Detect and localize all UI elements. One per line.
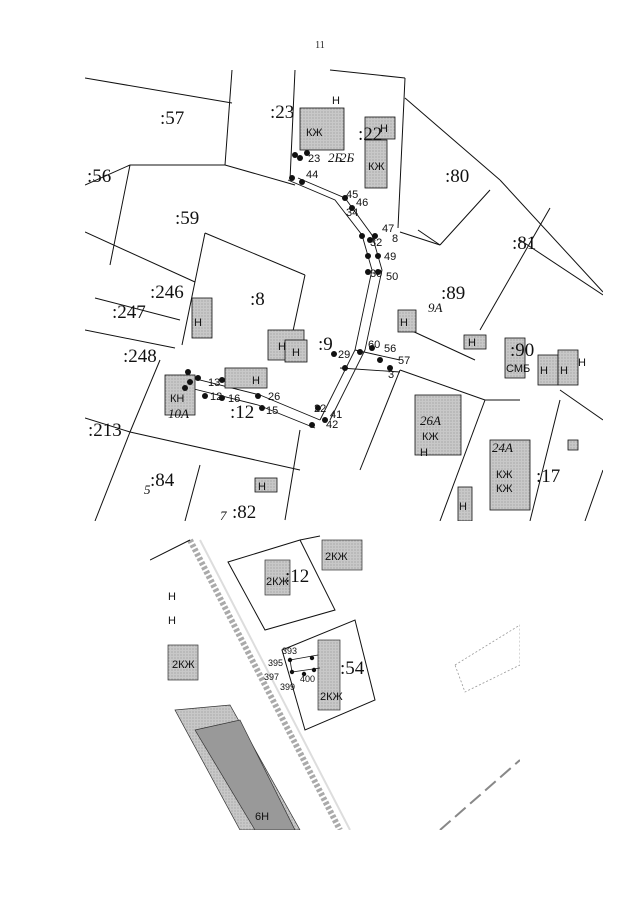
- building-label: Н: [252, 375, 260, 387]
- building-label: Н: [380, 123, 388, 135]
- point-label: 8: [392, 233, 398, 245]
- parcel-label: :9: [318, 334, 333, 355]
- map-bottom: :12 :54 2КЖ 2КЖ 2КЖ 2КЖ Н Н 6Н 393 395 3…: [150, 535, 520, 830]
- point-label: 34: [346, 207, 358, 219]
- point-label: 49: [384, 251, 396, 263]
- point-label: 393: [282, 646, 297, 656]
- building-label: Н: [194, 317, 202, 329]
- building-label: Н: [168, 591, 176, 603]
- building-label: Н: [168, 615, 176, 627]
- house-number: 26А: [420, 413, 441, 428]
- point-label: 400: [300, 674, 315, 684]
- point-label: 26: [268, 391, 280, 403]
- point-label: 56: [384, 343, 396, 355]
- point-label: 46: [356, 197, 368, 209]
- point-label: 47: [382, 223, 394, 235]
- map-top: :57 :23 :22 :56 :80 :59 :81 :246 :8 :89 …: [85, 69, 603, 523]
- building-label: Н: [400, 317, 408, 329]
- house-number: 7: [220, 508, 227, 523]
- parcel-label: :12: [230, 402, 254, 423]
- parcel-label: :213: [88, 420, 122, 441]
- point-label: 16: [228, 393, 240, 405]
- point-label: 32: [370, 237, 382, 249]
- building-label: Н: [578, 357, 586, 369]
- parcel-label: :22: [358, 124, 382, 145]
- point-label: 57: [398, 355, 410, 367]
- parcel-label: :80: [445, 166, 469, 187]
- point-label: 3: [388, 369, 394, 381]
- parcel-label: :8: [250, 289, 265, 310]
- building-label: Н: [468, 337, 476, 349]
- parcel-label: :247: [112, 302, 146, 323]
- house-number: 2Б: [340, 150, 355, 165]
- point-label: 45: [346, 189, 358, 201]
- point-label: 397: [264, 672, 279, 682]
- parcel-label: :57: [160, 108, 184, 129]
- parcel-label: :90: [510, 340, 534, 361]
- point-label: 29: [338, 349, 350, 361]
- building-label: Н: [332, 95, 340, 107]
- parcel-label: :59: [175, 208, 199, 229]
- building-label: Н: [459, 501, 467, 513]
- building-label: КЖ: [368, 161, 385, 173]
- building-label: Н: [258, 481, 266, 493]
- parcel-label: :89: [441, 283, 465, 304]
- point-label: 23: [308, 153, 320, 165]
- building-label: 6Н: [255, 811, 269, 823]
- point-label: 13: [208, 377, 220, 389]
- building-label: Н: [292, 347, 300, 359]
- point-label: 15: [266, 405, 278, 417]
- parcel-label: :23: [270, 102, 294, 123]
- building-label: 2КЖ: [325, 551, 348, 563]
- building-label: Н: [540, 365, 548, 377]
- point-label: 399: [280, 682, 295, 692]
- parcel-label: :248: [123, 346, 157, 367]
- point-label: 30: [370, 268, 382, 280]
- parcel-label: :82: [232, 502, 256, 523]
- point-label: 12: [210, 391, 222, 403]
- house-number: 5: [144, 482, 151, 497]
- house-number: 2Б: [328, 150, 343, 165]
- building-label: 2КЖ: [266, 576, 289, 588]
- point-label: 50: [386, 271, 398, 283]
- parcel-label: :54: [340, 658, 365, 679]
- house-number: 10А: [168, 406, 189, 421]
- building-label: КЖ: [306, 127, 323, 139]
- point-label: 22: [314, 403, 326, 415]
- building-label: КЖ: [422, 431, 439, 443]
- building-label: 2КЖ: [172, 659, 195, 671]
- parcel-label: :81: [512, 233, 536, 254]
- house-number: 9А: [428, 300, 443, 315]
- building-label: Н: [420, 447, 428, 459]
- point-label: 42: [326, 419, 338, 431]
- point-label: 41: [330, 409, 342, 421]
- parcel-label: :84: [150, 470, 175, 491]
- building-label: СМБ: [506, 363, 530, 375]
- building-label: КЖ: [496, 483, 513, 495]
- building-label: Н: [560, 365, 568, 377]
- building-label: КН: [170, 393, 184, 405]
- parcel-label: :12: [285, 566, 309, 587]
- point-label: 44: [306, 169, 318, 181]
- house-number: 24А: [492, 440, 513, 455]
- building-label: 2КЖ: [320, 691, 343, 703]
- parcel-label: :246: [150, 282, 184, 303]
- building-label: КЖ: [496, 469, 513, 481]
- parcel-label: :17: [536, 466, 560, 487]
- page-number: 11: [315, 40, 325, 51]
- building-label: Н: [278, 341, 286, 353]
- point-label: 395: [268, 658, 283, 668]
- parcel-label: :56: [87, 166, 111, 187]
- point-label: 60: [368, 339, 380, 351]
